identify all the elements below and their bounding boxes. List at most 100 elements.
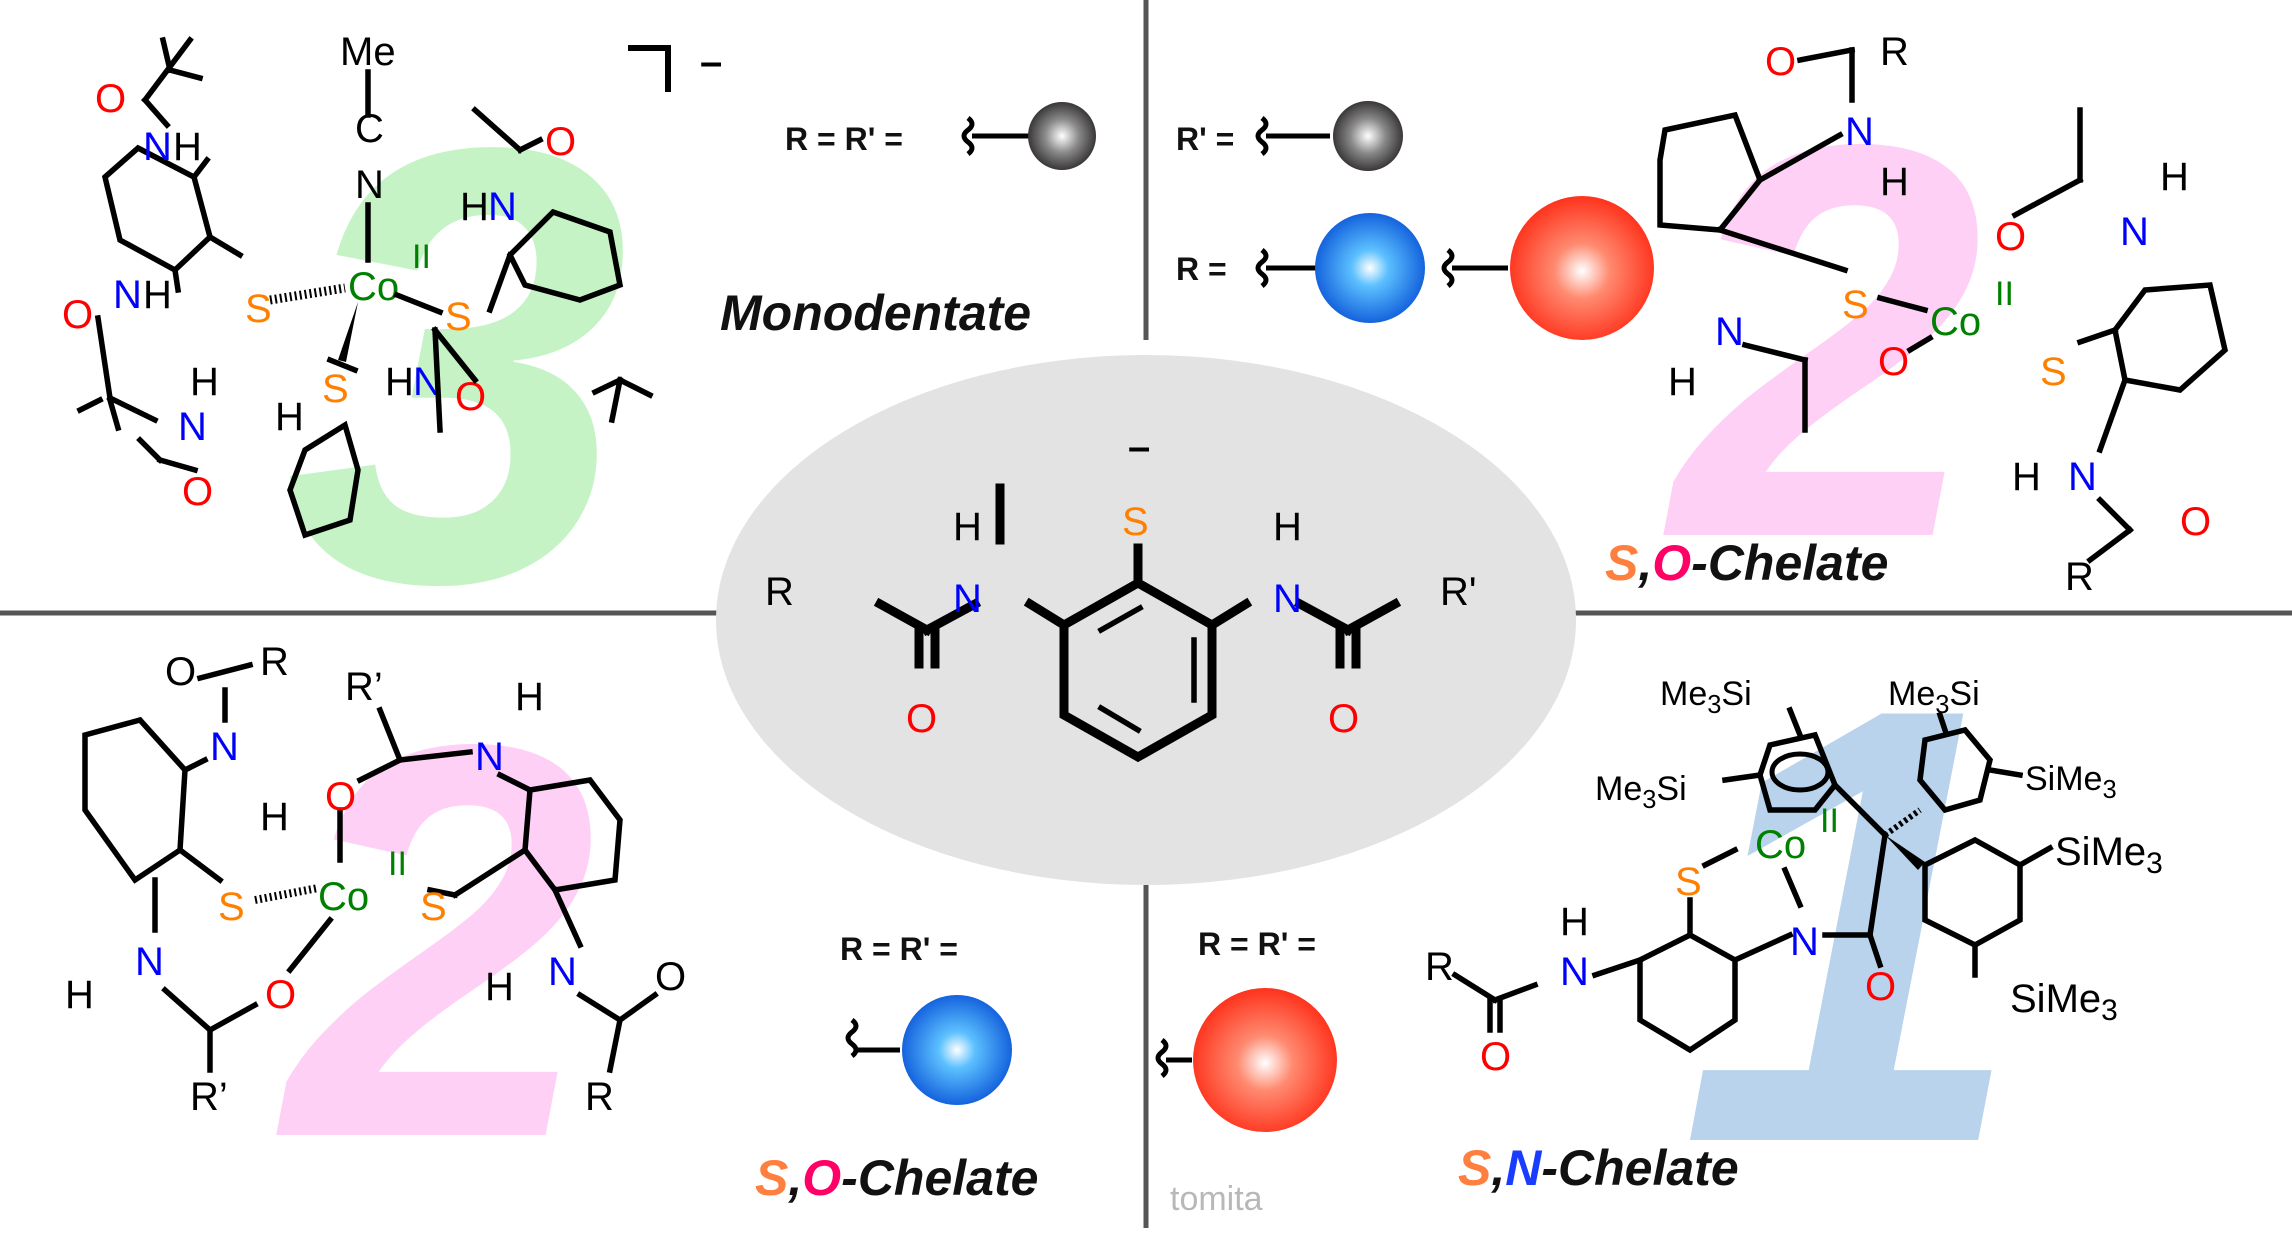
atom-H-2: H bbox=[2160, 155, 2189, 199]
atom-O-1: O bbox=[1480, 1035, 1511, 1079]
atom-Me3Si-1: Me3Si bbox=[1660, 675, 1752, 719]
title-rest: -Chelate bbox=[1541, 1140, 1738, 1196]
center-atom-H-left: H bbox=[953, 505, 982, 549]
atom-H-3: H bbox=[2012, 455, 2041, 499]
atom-H-2: H bbox=[65, 973, 94, 1017]
title-N: N bbox=[1505, 1140, 1542, 1196]
atom-S: S bbox=[1675, 860, 1702, 904]
atom-O-1: O bbox=[1878, 340, 1909, 384]
title-S: S bbox=[1458, 1140, 1491, 1196]
atom-SiMe3-2: SiMe3 bbox=[2055, 830, 2163, 880]
atom-Me: Me bbox=[340, 30, 396, 74]
atom-NH-1-H: H bbox=[173, 125, 202, 169]
title-O: O bbox=[1652, 535, 1691, 591]
atom-HN-2: H bbox=[385, 360, 414, 404]
title-rest: -Chelate bbox=[841, 1150, 1038, 1206]
atom-N-1: N bbox=[1715, 310, 1744, 354]
atom-NH-1: N bbox=[143, 125, 172, 169]
atom-S-2: S bbox=[2040, 350, 2067, 394]
center-atom-O-right: O bbox=[1328, 697, 1359, 741]
center-charge: – bbox=[1128, 425, 1150, 469]
quadrant-bottom-left: 2 O R N H S Co II O O H N R’ R’ N H S bbox=[65, 628, 1038, 1245]
title-sn-chelate: S,N-Chelate bbox=[1458, 1140, 1739, 1196]
atom-Co-ox: II bbox=[412, 238, 431, 276]
title-rest: -Chelate bbox=[1691, 535, 1888, 591]
atom-S-bottom: S bbox=[322, 367, 349, 411]
atom-Me3Si-2: Me3Si bbox=[1595, 770, 1687, 814]
title-so-chelate-bottom: S,O-Chelate bbox=[755, 1150, 1038, 1206]
atom-HN-3-H: H bbox=[275, 395, 304, 439]
title-S: S bbox=[1605, 535, 1638, 591]
atom-Co: Co bbox=[348, 265, 399, 309]
complex-number-1: 1 bbox=[1680, 580, 2025, 1245]
title-sep: , bbox=[1637, 535, 1652, 591]
sphere-red-icon bbox=[1510, 196, 1654, 340]
atom-Co: Co bbox=[1755, 823, 1806, 867]
quadrant-top-left: 3 Me C N Co II S S S N H N H O O H bbox=[62, 20, 1096, 712]
atom-N-bottom-1: N bbox=[178, 405, 207, 449]
atom-SiMe3-1: SiMe3 bbox=[2025, 760, 2117, 804]
atom-O-top: O bbox=[165, 650, 196, 694]
complex-number-2-bottom: 2 bbox=[276, 628, 596, 1245]
substituent-label-br: R = R' = bbox=[1198, 926, 1316, 962]
atom-N: N bbox=[355, 163, 384, 207]
atom-N-2: N bbox=[2120, 210, 2149, 254]
atom-H-4: H bbox=[485, 965, 514, 1009]
atom-R-prime-1: R’ bbox=[190, 1075, 228, 1119]
atom-H-3: H bbox=[515, 675, 544, 719]
atom-O-3: O bbox=[545, 120, 576, 164]
center-atom-N-right: N bbox=[1273, 577, 1302, 621]
sphere-gray-icon bbox=[1333, 101, 1403, 171]
atom-O-1: O bbox=[325, 775, 356, 819]
center-ligand: – S H N H N O O R R' bbox=[716, 355, 1576, 885]
atom-O-3: O bbox=[2180, 500, 2211, 544]
center-atom-H-right: H bbox=[1273, 505, 1302, 549]
atom-N-2: N bbox=[1790, 920, 1819, 964]
title-O: O bbox=[802, 1150, 841, 1206]
atom-Me3Si-3: Me3Si bbox=[1888, 675, 1980, 719]
atom-NH-2-H: H bbox=[143, 273, 172, 317]
complex-number-3: 3 bbox=[285, 20, 630, 712]
atom-H-1: H bbox=[1560, 900, 1589, 944]
atom-S-1: S bbox=[218, 885, 245, 929]
atom-R-prime-2: R’ bbox=[345, 665, 383, 709]
atom-O-2: O bbox=[265, 973, 296, 1017]
atom-R-bottom: R bbox=[2065, 555, 2094, 599]
atom-S-right: S bbox=[445, 295, 472, 339]
atom-O-4: O bbox=[455, 375, 486, 419]
squiggle-icon bbox=[1155, 1038, 1192, 1078]
center-atom-N-left: N bbox=[953, 577, 982, 621]
squiggle-icon bbox=[845, 1018, 900, 1058]
atom-C: C bbox=[355, 107, 384, 151]
center-atom-R: R bbox=[765, 570, 794, 614]
squiggle-icon bbox=[1255, 248, 1320, 288]
atom-R-top: R bbox=[260, 640, 289, 684]
atom-O-5: O bbox=[182, 470, 213, 514]
title-so-chelate-top: S,O-Chelate bbox=[1605, 535, 1888, 591]
center-atom-O-left: O bbox=[906, 697, 937, 741]
complex-3-charge: – bbox=[700, 40, 722, 84]
atom-S-1: S bbox=[1842, 283, 1869, 327]
title-monodentate: Monodentate bbox=[720, 285, 1031, 341]
watermark: tomita bbox=[1170, 1180, 1263, 1218]
sphere-blue-icon bbox=[1315, 213, 1425, 323]
atom-R: R bbox=[1425, 945, 1454, 989]
atom-S-2: S bbox=[420, 885, 447, 929]
atom-N-top: N bbox=[1845, 110, 1874, 154]
atom-Co: Co bbox=[318, 875, 369, 919]
substituent-label-r-prime: R' = bbox=[1176, 121, 1234, 157]
center-atom-R-prime: R' bbox=[1440, 570, 1477, 614]
atom-N-4: N bbox=[548, 950, 577, 994]
substituent-label-tl: R = R' = bbox=[785, 121, 903, 157]
quadrant-bottom-right: 1 R = R' = R O H N S Co II N O bbox=[1155, 580, 2163, 1245]
atom-Co-ox: II bbox=[388, 845, 407, 883]
quadrant-top-right: 2 R' = R = O R N H S Co II O bbox=[1176, 28, 2229, 654]
atom-O-2: O bbox=[62, 293, 93, 337]
atom-H-1: H bbox=[1668, 360, 1697, 404]
atom-O-2: O bbox=[1865, 965, 1896, 1009]
atom-NH-2: N bbox=[113, 273, 142, 317]
atom-O-2: O bbox=[1995, 215, 2026, 259]
atom-Co: Co bbox=[1930, 300, 1981, 344]
substituent-label-r: R = bbox=[1176, 251, 1227, 287]
